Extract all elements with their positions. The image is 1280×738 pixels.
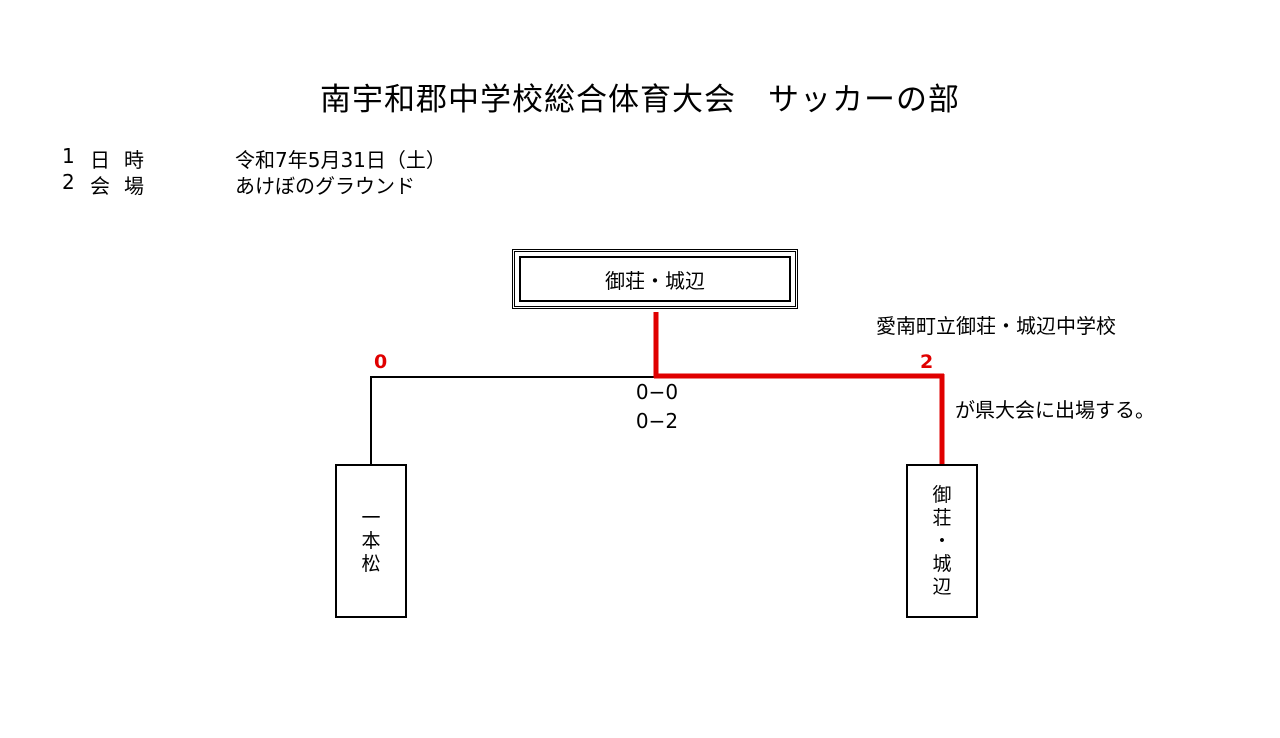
notice-line-1: 愛南町立御荘・城辺中学校 — [876, 314, 1116, 338]
team-name-char: ・ — [932, 529, 952, 552]
notice-line-2: が県大会に出場する。 — [955, 398, 1155, 422]
team-name-char: 城 — [932, 552, 952, 575]
team-name-left: 一 本 松 — [337, 466, 405, 616]
info-value: 令和7年5月31日（土） — [235, 148, 446, 172]
left-team-score: 0 — [374, 351, 388, 373]
team-name-char: 辺 — [932, 575, 952, 598]
info-value: あけぼのグラウンド — [235, 174, 415, 198]
team-box-left: 一 本 松 — [335, 464, 407, 618]
qualification-notice: 愛南町立御荘・城辺中学校 が県大会に出場する。 — [876, 256, 1155, 452]
page-title: 南宇和郡中学校総合体育大会 サッカーの部 — [320, 82, 960, 118]
info-number: 2 — [62, 170, 75, 194]
info-label: 会場 — [90, 174, 158, 198]
info-row-venue: 2 会場 あけぼのグラウンド — [62, 170, 415, 266]
half-time-score: 0−0 — [635, 380, 679, 404]
right-team-score: 2 — [920, 351, 934, 373]
team-box-right: 御 荘 ・ 城 辺 — [906, 464, 978, 618]
info-row-date: 1 日時 令和7年5月31日（土） — [62, 144, 446, 240]
team-name-char: 御 — [932, 483, 952, 506]
winner-box: 御荘・城辺 — [512, 249, 798, 309]
team-name-char: 松 — [361, 552, 381, 575]
info-number: 1 — [62, 144, 75, 168]
final-score: 0−2 — [635, 409, 679, 433]
team-name-char: 一 — [361, 506, 381, 529]
team-name-char: 荘 — [932, 506, 952, 529]
team-name-right: 御 荘 ・ 城 辺 — [908, 466, 976, 616]
winner-name: 御荘・城辺 — [519, 256, 791, 302]
info-label: 日時 — [90, 148, 158, 172]
team-name-char: 本 — [361, 529, 381, 552]
